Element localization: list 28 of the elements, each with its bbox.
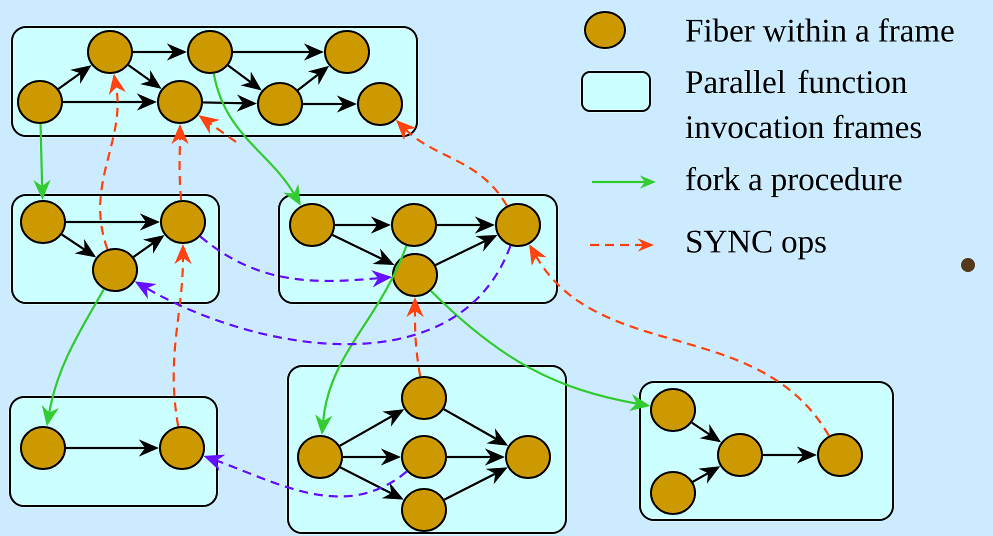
- fiber-circle: [87, 30, 133, 74]
- fiber-circle: [392, 253, 438, 297]
- fiber-circle: [495, 203, 541, 247]
- fiber-circle: [401, 488, 447, 532]
- fiber-circle: [92, 248, 138, 292]
- fiber-circle: [289, 203, 335, 247]
- fiber-circle: [257, 82, 303, 126]
- fiber-circle: [401, 435, 447, 479]
- fiber-circle: [401, 376, 447, 420]
- fiber-circle: [817, 433, 863, 477]
- legend-text: fork a procedure: [686, 166, 902, 198]
- fiber-circle: [159, 426, 205, 470]
- fiber-circle: [157, 80, 203, 124]
- legend-text: SYNC ops: [687, 230, 826, 260]
- fiber-circle: [357, 82, 403, 126]
- fiber-circle: [17, 80, 63, 124]
- fiber-circle: [650, 388, 696, 432]
- fiber-circle: [324, 30, 370, 74]
- fiber-circle: [297, 435, 343, 479]
- fiber-circle: [505, 435, 551, 479]
- fiber-circle: [20, 200, 66, 244]
- fiber-circle: [650, 471, 696, 515]
- fiber-circle: [20, 426, 66, 470]
- fiber-circle: [717, 433, 763, 477]
- legend-text: Fiber within a frame: [686, 18, 954, 42]
- fiber-circle: [160, 200, 206, 244]
- fiber-circle: [187, 30, 233, 74]
- fiber-circle: [391, 203, 437, 247]
